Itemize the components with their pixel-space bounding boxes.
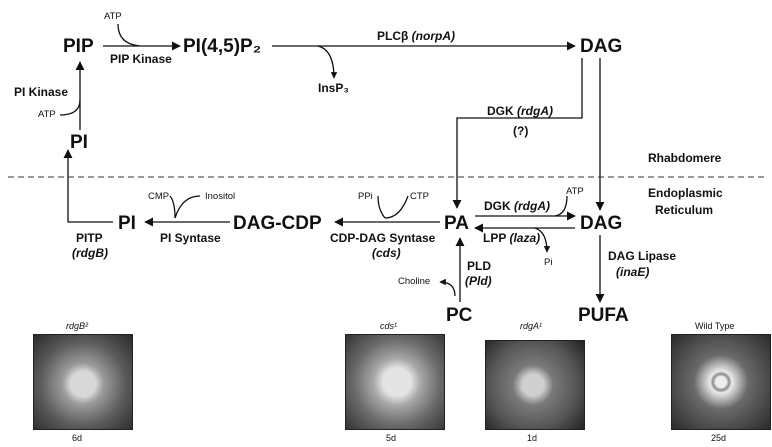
micrograph-4-days: 25d bbox=[711, 433, 727, 443]
micrograph-3-days: 1d bbox=[527, 433, 538, 443]
arrow-atp-pi-kinase bbox=[59, 99, 81, 116]
node-dag-top: DAG bbox=[580, 36, 623, 57]
label-unknown: (?) bbox=[513, 124, 529, 138]
label-dag-lipase: DAG Lipase bbox=[608, 249, 677, 263]
micrograph-4-image bbox=[671, 334, 771, 430]
label-atp-3: ATP bbox=[566, 186, 584, 197]
micrograph-1-genotype: rdgB² bbox=[66, 321, 89, 331]
arrow-atp-pip-kinase bbox=[117, 23, 141, 47]
label-choline: Choline bbox=[398, 276, 431, 287]
arrow-dgk-top bbox=[452, 58, 583, 209]
label-pitp-gene: (rdgB) bbox=[72, 246, 108, 260]
micrograph-2-days: 5d bbox=[386, 433, 397, 443]
arrow-choline bbox=[439, 278, 456, 297]
label-pip-kinase: PIP Kinase bbox=[110, 52, 172, 66]
label-ppi: PPi bbox=[358, 191, 373, 202]
node-pa: PA bbox=[444, 213, 469, 234]
label-atp-1: ATP bbox=[104, 11, 122, 22]
arrow-cmp-inositol bbox=[169, 195, 201, 219]
label-inositol: Inositol bbox=[205, 191, 236, 202]
label-plcb: PLCβ (norpA) bbox=[377, 29, 455, 43]
label-pitp: PITP bbox=[76, 231, 103, 245]
label-cmp: CMP bbox=[148, 191, 170, 202]
node-pi45p2: PI(4,5)P₂ bbox=[183, 36, 262, 57]
label-inae-gene: (inaE) bbox=[616, 265, 650, 279]
label-pi-kinase: PI Kinase bbox=[14, 85, 69, 99]
micrograph-1-image bbox=[33, 334, 133, 430]
label-pld: PLD bbox=[467, 259, 491, 273]
micrograph-2-genotype: cds¹ bbox=[380, 321, 398, 331]
node-pc: PC bbox=[446, 305, 473, 326]
node-pi: PI bbox=[70, 132, 88, 153]
label-dgk-top: DGK (rdgA) bbox=[487, 104, 554, 118]
node-pip: PIP bbox=[63, 36, 94, 57]
micrograph-4-genotype: Wild Type bbox=[695, 321, 735, 331]
micrograph-2-image bbox=[345, 334, 445, 430]
label-lpp: LPP (laza) bbox=[483, 231, 541, 245]
label-cdp-dag-synthase: CDP-DAG Syntase bbox=[330, 231, 436, 245]
node-pi-er: PI bbox=[118, 213, 136, 234]
arrow-ppi-ctp bbox=[377, 195, 409, 219]
arrow-insp3 bbox=[317, 45, 338, 79]
arrow-atp-dgk-er bbox=[554, 195, 568, 217]
label-pi-phosphate: Pi bbox=[544, 257, 553, 268]
arrow-pitp bbox=[63, 149, 113, 223]
micrograph-3-image bbox=[485, 340, 585, 430]
micrograph-3-genotype: rdgA¹ bbox=[520, 321, 543, 331]
label-atp-2: ATP bbox=[38, 109, 56, 120]
label-dgk-er: DGK (rdgA) bbox=[484, 199, 551, 213]
label-cds-gene: (cds) bbox=[372, 246, 401, 260]
node-dag-er: DAG bbox=[580, 213, 623, 234]
label-er-line1: Endoplasmic bbox=[648, 186, 723, 200]
node-dag-cdp: DAG-CDP bbox=[233, 213, 322, 234]
label-pi-synthase: PI Syntase bbox=[160, 231, 221, 245]
label-rhabdomere: Rhabdomere bbox=[648, 151, 722, 165]
node-insp3: InsP₃ bbox=[318, 81, 349, 95]
micrograph-1-days: 6d bbox=[72, 433, 83, 443]
node-pufa: PUFA bbox=[578, 305, 629, 326]
label-er-line2: Reticulum bbox=[655, 203, 714, 217]
label-pld-gene: (Pld) bbox=[465, 274, 492, 288]
arrow-pi-release bbox=[534, 227, 551, 253]
label-ctp: CTP bbox=[410, 191, 429, 202]
